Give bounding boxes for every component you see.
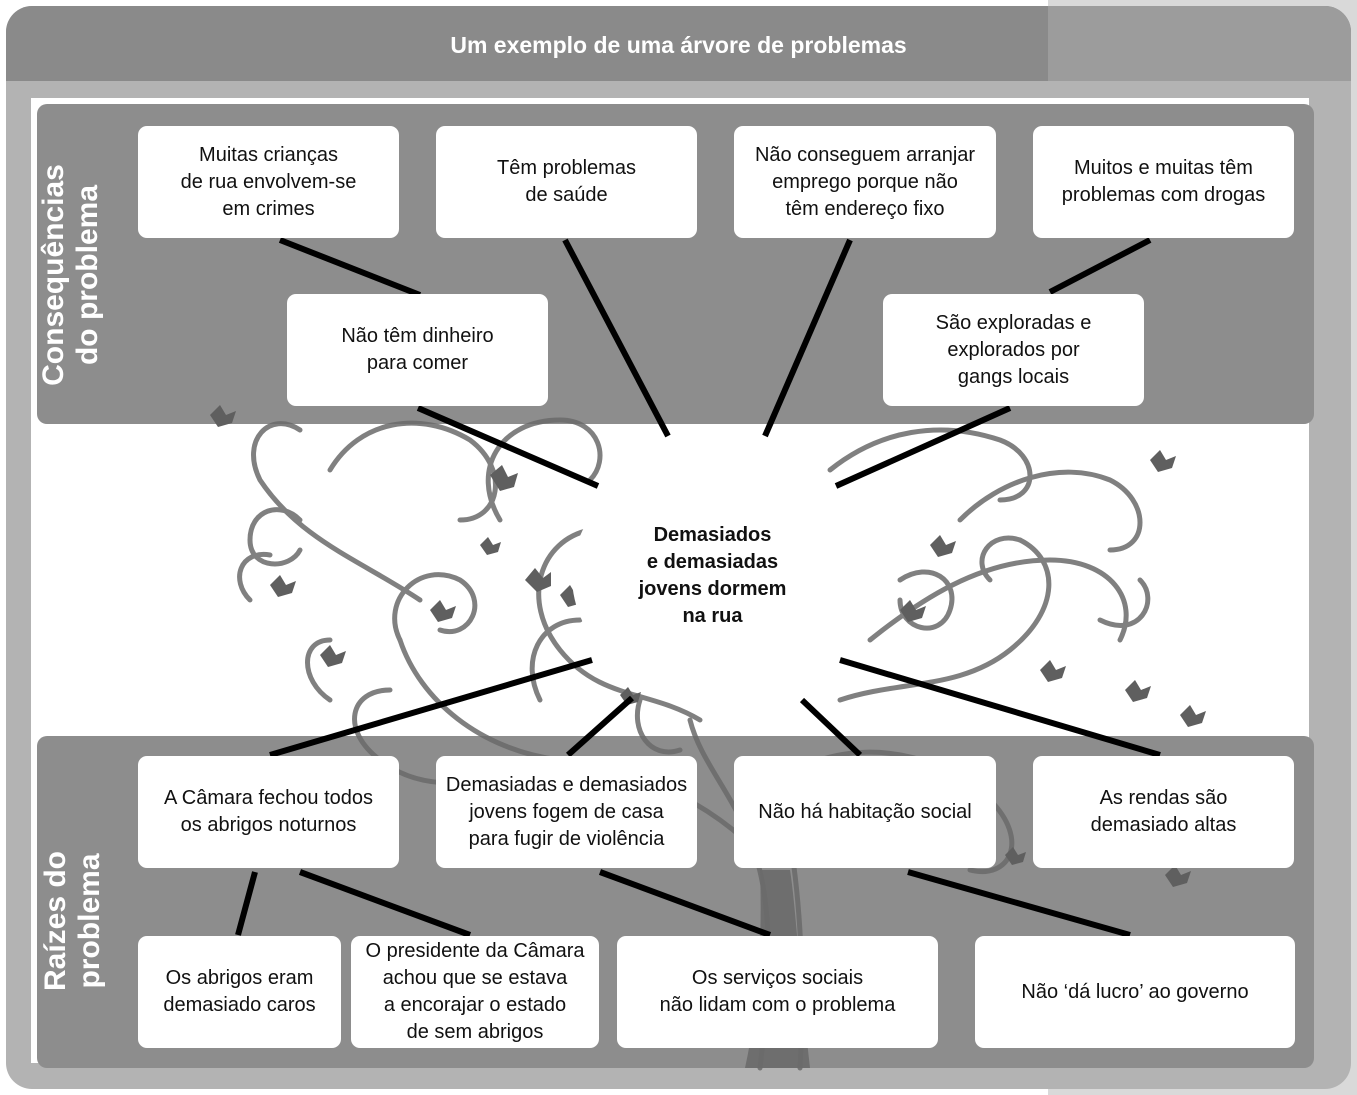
connector-line [598, 869, 772, 938]
connector-line [799, 697, 863, 758]
root-cause-box: Não há habitação social [734, 756, 996, 868]
connector-line [298, 869, 472, 938]
root-cause-box: Demasiadas e demasiados jovens fogem de … [436, 756, 697, 868]
consequences-label-line1: Consequências [37, 164, 70, 386]
connector-line [566, 695, 634, 758]
connector-line [839, 657, 1161, 758]
root-cause-box: As rendas são demasiado altas [1033, 756, 1294, 868]
roots-label-line2: problema [73, 853, 106, 989]
connector-line [278, 237, 422, 298]
core-problem: Demasiados e demasiadas jovens dormem na… [638, 524, 787, 627]
roots-label-line1: Raízes do [39, 850, 72, 992]
root-cause-box: A Câmara fechou todos os abrigos noturno… [138, 756, 399, 868]
core-problem-shape [572, 456, 852, 696]
diagram-title: Um exemplo de uma árvore de problemas [450, 32, 907, 58]
connector-line [269, 657, 593, 758]
consequences-label: Consequências do problema [37, 155, 107, 395]
consequences-label-line2: do problema [71, 185, 104, 366]
consequence-box: Têm problemas de saúde [436, 126, 697, 238]
root-cause-box: Os abrigos eram demasiado caros [138, 936, 341, 1048]
connector-line [907, 869, 1131, 938]
consequence-box: São exploradas e explorados por gangs lo… [883, 294, 1144, 406]
tree-leaves [210, 405, 1206, 887]
connector-line [235, 871, 258, 936]
connector-line [834, 405, 1012, 489]
root-cause-box: Não ‘dá lucro’ ao governo [975, 936, 1295, 1048]
connector-line [1048, 237, 1152, 295]
consequence-box: Muitos e muitas têm problemas com drogas [1033, 126, 1294, 238]
connector-line [762, 238, 853, 438]
connector-lines [235, 237, 1161, 938]
title-bar-accent [1048, 6, 1351, 81]
root-cause-box: Os serviços sociais não lidam com o prob… [617, 936, 938, 1048]
roots-label: Raízes do problema [39, 841, 109, 1001]
connector-line [416, 405, 600, 489]
consequence-box: Muitas crianças de rua envolvem-se em cr… [138, 126, 399, 238]
connector-line [562, 238, 671, 438]
root-cause-box: O presidente da Câmara achou que se esta… [351, 936, 599, 1048]
consequence-box: Não conseguem arranjar emprego porque nã… [734, 126, 996, 238]
consequence-box: Não têm dinheiro para comer [287, 294, 548, 406]
